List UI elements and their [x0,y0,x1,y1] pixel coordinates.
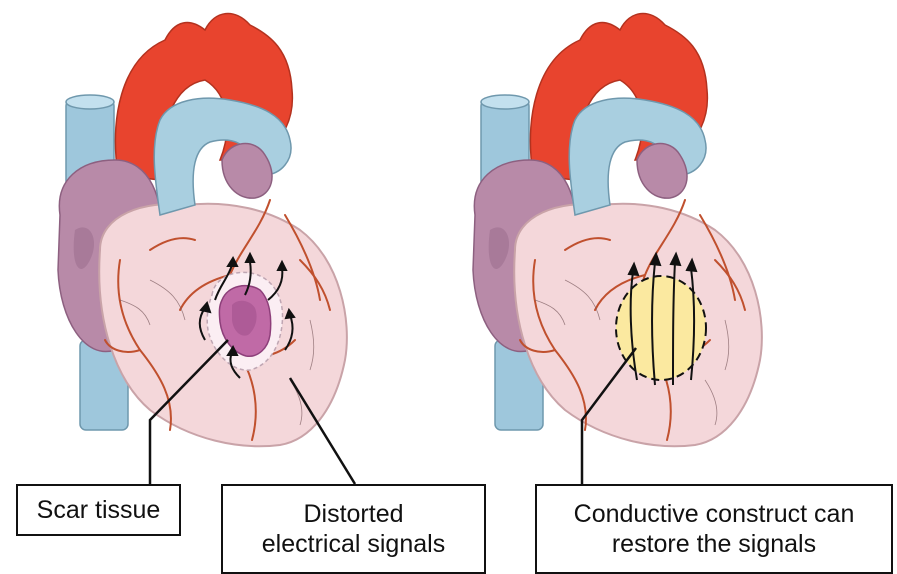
conductive-construct-label-text: Conductive construct can restore the sig… [574,499,855,559]
scar-tissue-label: Scar tissue [16,484,181,536]
distorted-signals-label-text: Distorted electrical signals [262,499,445,559]
right-heart [473,14,762,447]
distorted-signals-label: Distorted electrical signals [221,484,486,574]
left-heart [58,14,347,447]
conductive-construct-label: Conductive construct can restore the sig… [535,484,893,574]
scar-tissue-label-text: Scar tissue [37,495,161,525]
